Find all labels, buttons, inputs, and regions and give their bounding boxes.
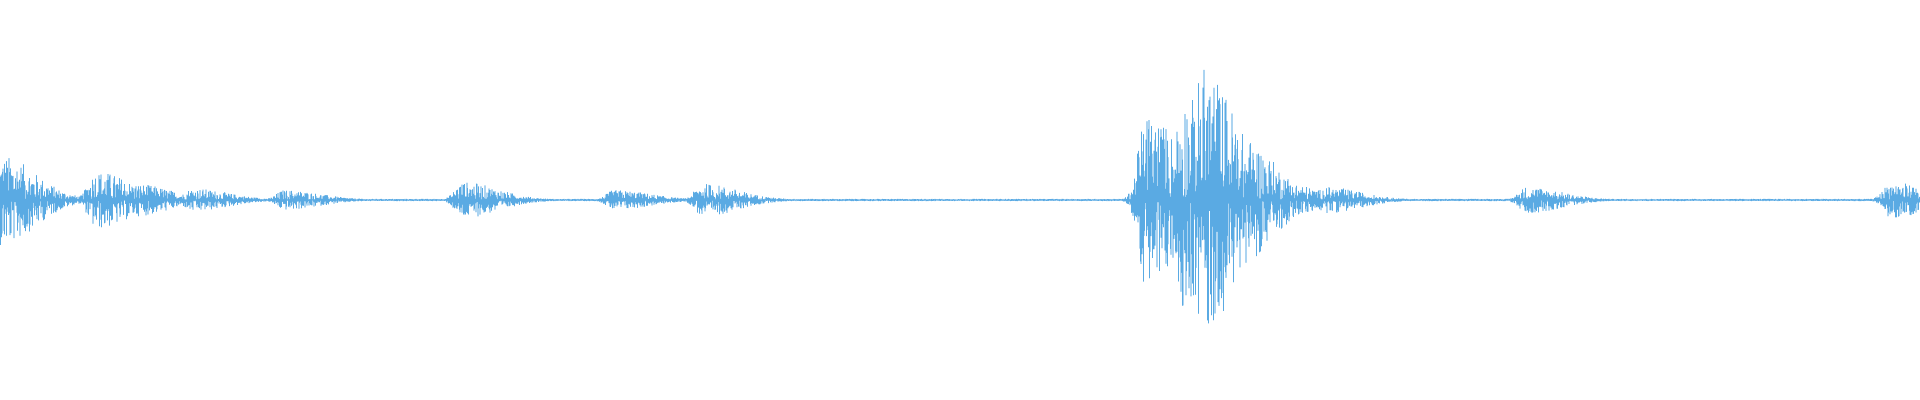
waveform-trace	[0, 69, 1920, 324]
